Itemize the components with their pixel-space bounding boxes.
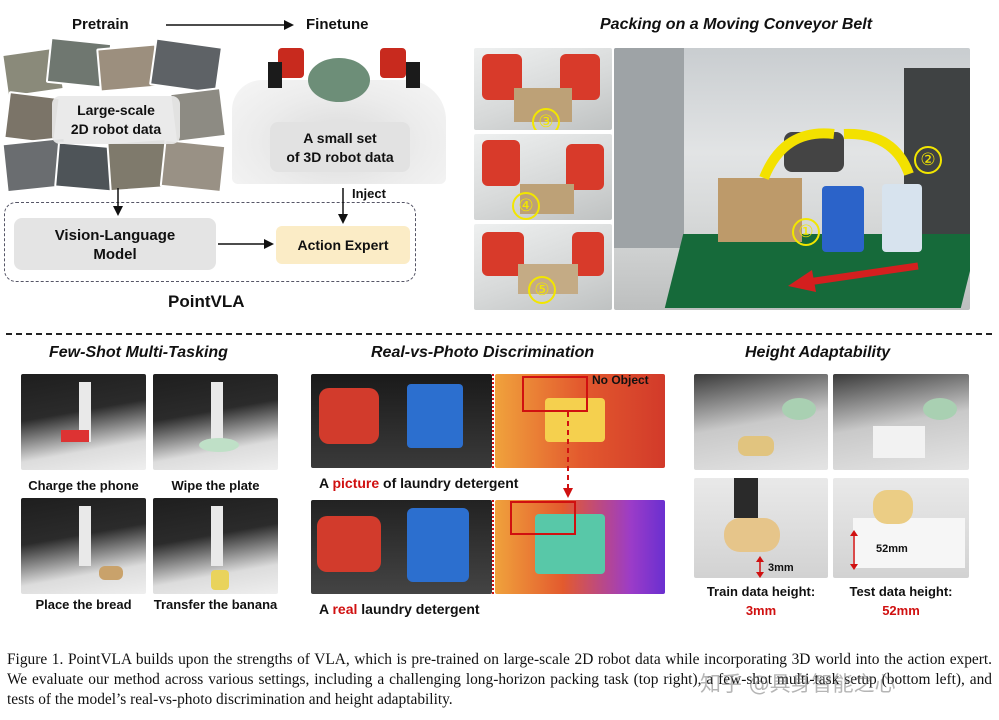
vlm-label-line2: Model [93,246,137,263]
3d-robot-data-label: of 3D robot data [286,149,394,165]
step-2-marker: ② [914,146,942,174]
large-scale-2d-data-box: Large-scale 2D robot data [52,96,180,144]
train-dimension-label: 3mm [768,562,794,574]
real-rgb-photo [311,500,492,594]
small-3d-data-box: A small set of 3D robot data [270,122,410,172]
no-object-label: No Object [592,373,649,387]
action-expert-box: Action Expert [276,226,410,264]
down-arrow-2d [113,188,123,216]
task-label-transfer-banana: Transfer the banana [153,597,278,612]
conveyor-step5-photo: ⑤ [474,224,612,310]
real-vs-photo-title: Real-vs-Photo Discrimination [371,344,595,361]
finetune-label: Finetune [306,16,369,33]
conveyor-step3-photo: ③ [474,48,612,130]
conveyor-step4-photo: ④ [474,134,612,220]
depth-divider-bottom [492,500,494,594]
task-label-wipe-plate: Wipe the plate [171,478,260,493]
no-object-highlight-box [522,376,588,412]
vlm-to-action-arrow [218,239,274,249]
place-bread-photo [21,498,146,594]
step-5-marker: ⑤ [528,276,556,304]
vlm-label-line1: Vision-Language [54,227,176,244]
step-3-marker: ③ [532,108,560,130]
test-dimension-label: 52mm [876,543,908,555]
test-height-arrow [850,530,858,570]
conveyor-title: Packing on a Moving Conveyor Belt [600,16,873,33]
2d-robot-data-label: 2D robot data [70,121,162,137]
depth-divider-top [492,374,494,468]
conveyor-direction-arrow [788,262,919,292]
step-1-marker: ① [792,218,820,246]
pointvla-label: PointVLA [168,292,245,311]
comparison-arrow [563,412,573,498]
train-closeup-photo [694,478,828,578]
test-overview-photo [833,374,969,470]
step-4-marker: ④ [512,192,540,220]
real-word: real [332,601,358,617]
large-scale-label: Large-scale [77,102,155,118]
small-set-label: A small set [303,130,377,146]
train-height-value: 3mm [745,603,777,618]
picture-caption: A picture of laundry detergent [319,475,519,491]
pretrain-label: Pretrain [72,16,129,33]
pretrain-to-finetune-arrow [166,20,294,30]
real-depth-map [495,500,665,594]
inject-label: Inject [352,186,386,201]
figure-caption: Figure 1. PointVLA builds upon the stren… [7,651,992,708]
inject-arrow [338,188,348,224]
section-divider [6,333,992,335]
few-shot-title: Few-Shot Multi-Tasking [49,344,228,361]
test-closeup-photo [833,478,969,578]
watermark: 知乎 @具身智能之心 [700,672,896,696]
test-height-label: Test data height: [849,584,953,599]
task-label-charge-phone: Charge the phone [28,478,139,493]
picture-word: picture [332,475,380,491]
train-height-label: Train data height: [706,584,816,599]
pointvla-model-container [4,202,416,282]
transfer-banana-photo [153,498,278,594]
charge-phone-photo [21,374,146,470]
wipe-plate-photo [153,374,278,470]
train-overview-photo [694,374,828,470]
test-height-value: 52mm [882,603,920,618]
train-height-arrow [756,556,764,578]
picture-rgb-photo [311,374,492,468]
conveyor-main-photo: ① ② [614,48,970,310]
vision-language-model-box: Vision-Language Model [14,218,216,270]
object-highlight-box [510,501,576,535]
task-label-place-bread: Place the bread [35,597,132,612]
action-expert-label: Action Expert [297,237,389,253]
real-caption: A real laundry detergent [319,601,480,617]
height-title: Height Adaptability [745,344,891,361]
pick-arc-arrows [759,128,914,180]
